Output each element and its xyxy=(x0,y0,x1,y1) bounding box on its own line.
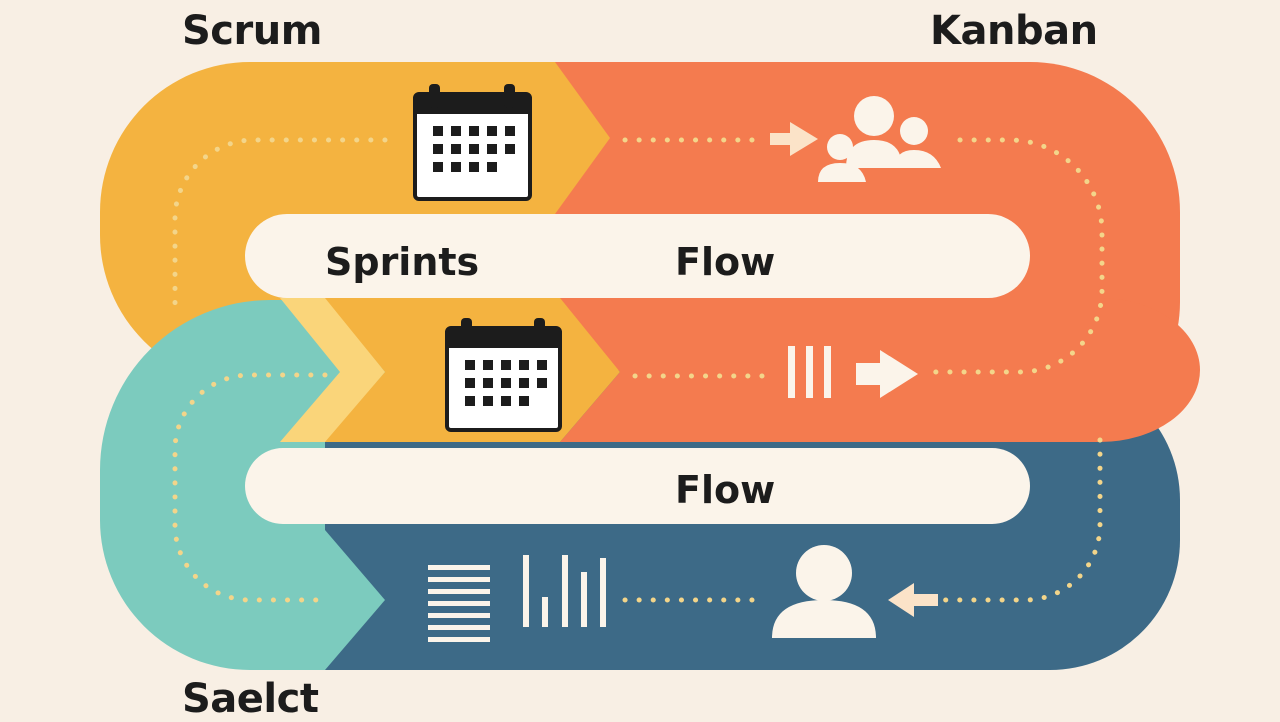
flow-label-top: Flow xyxy=(675,240,776,284)
dotted-path-upper-left xyxy=(172,137,388,308)
arrow-left-icon xyxy=(888,583,938,617)
arrow-right-icon xyxy=(770,122,818,156)
calendar-icon xyxy=(413,84,532,201)
list-lines-icon xyxy=(428,565,490,642)
dotted-path-teal xyxy=(172,372,328,603)
bar-chart-icon xyxy=(523,555,606,627)
vertical-bars-icon xyxy=(788,346,831,398)
arrow-right-icon-middle xyxy=(856,350,918,398)
calendar-icon-middle xyxy=(445,318,562,432)
sprints-flow-pill xyxy=(245,214,1030,298)
select-label: Saelct xyxy=(182,676,319,722)
user-icon xyxy=(772,545,876,638)
sprints-label: Sprints xyxy=(325,240,480,284)
team-icon xyxy=(818,96,941,182)
light-chevron xyxy=(280,298,385,442)
flow-label-bottom: Flow xyxy=(675,468,776,512)
kanban-label: Kanban xyxy=(930,8,1098,54)
flow-pill xyxy=(245,448,1030,524)
teal-loop-shape xyxy=(100,300,385,670)
dotted-paths xyxy=(172,137,1105,603)
scrum-label: Scrum xyxy=(182,8,322,54)
